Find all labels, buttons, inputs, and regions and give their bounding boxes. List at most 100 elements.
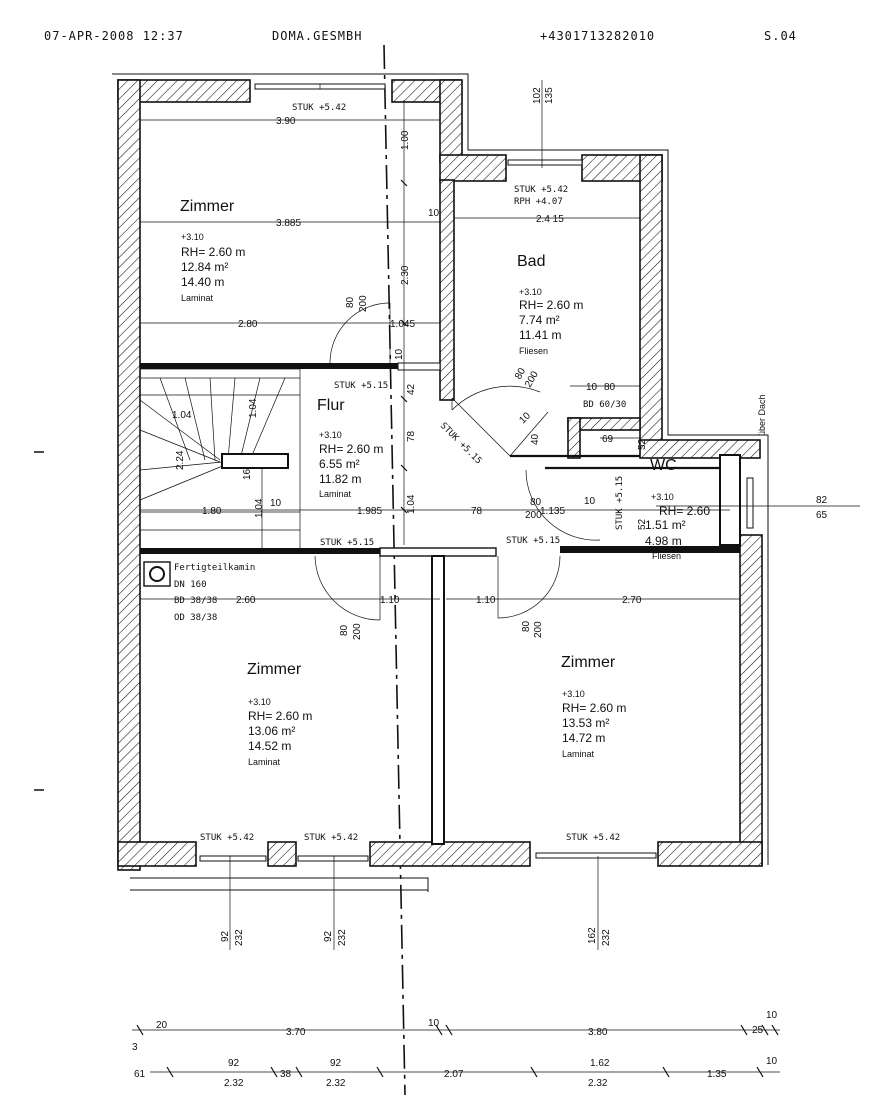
svg-text:1.985: 1.985	[357, 506, 382, 517]
svg-text:10: 10	[270, 498, 282, 509]
interior-walls	[140, 179, 741, 845]
svg-text:1.62: 1.62	[590, 1058, 610, 1069]
svg-text:RH= 2.60 m: RH= 2.60 m	[562, 701, 626, 715]
outline-lines	[112, 73, 769, 892]
svg-text:10: 10	[428, 1018, 440, 1029]
header-company: DOMA.GESMBH	[272, 29, 362, 43]
stuk-label: STUK +5.15	[506, 536, 560, 546]
svg-text:2.24: 2.24	[175, 450, 186, 470]
staircase	[139, 368, 301, 550]
svg-text:20: 20	[156, 1020, 168, 1031]
svg-text:52: 52	[637, 518, 648, 530]
outer-walls	[117, 79, 763, 871]
svg-text:Laminat: Laminat	[562, 749, 595, 759]
svg-text:80: 80	[521, 620, 532, 632]
svg-text:52: 52	[637, 438, 648, 450]
svg-text:3.885: 3.885	[276, 218, 301, 229]
svg-text:12.84 m²: 12.84 m²	[181, 260, 228, 274]
svg-text:10: 10	[428, 208, 440, 219]
svg-text:10: 10	[586, 382, 598, 393]
svg-text:RH= 2.60: RH= 2.60	[659, 504, 710, 518]
room-zimmer-bottom-right: Zimmer +3.10 RH= 2.60 m 13.53 m² 14.72 m…	[561, 654, 626, 759]
svg-text:11.41 m: 11.41 m	[519, 328, 561, 342]
ueber-dach-label: über Dach	[757, 394, 767, 436]
room-wc: WC +3.10 RH= 2.60 1.51 m² 4.98 m Fliesen	[645, 457, 710, 561]
svg-text:1.10: 1.10	[380, 595, 400, 606]
svg-text:69: 69	[602, 434, 614, 445]
chimney-symbol	[143, 561, 171, 587]
stuk-label: STUK +5.42	[566, 833, 620, 843]
svg-text:2.4 15: 2.4 15	[536, 214, 564, 225]
svg-text:1.045: 1.045	[390, 319, 415, 330]
svg-text:1.35: 1.35	[707, 1069, 727, 1080]
kamin-od: OD 38/38	[174, 613, 217, 623]
svg-text:1.04: 1.04	[406, 494, 417, 514]
svg-text:11.82 m: 11.82 m	[319, 472, 361, 486]
svg-text:+3.10: +3.10	[319, 430, 342, 440]
stuk-label: STUK +5.42	[304, 833, 358, 843]
kamin-label: Fertigteilkamin	[174, 563, 255, 573]
svg-text:80: 80	[345, 296, 356, 308]
svg-text:14.72 m: 14.72 m	[562, 731, 605, 745]
svg-text:10: 10	[766, 1056, 778, 1067]
svg-text:Fliesen: Fliesen	[519, 346, 548, 356]
svg-text:102: 102	[532, 87, 543, 104]
svg-text:25: 25	[752, 1025, 764, 1036]
svg-text:3.70: 3.70	[286, 1027, 306, 1038]
svg-text:92: 92	[228, 1058, 240, 1069]
room-zimmer-bottom-left: Zimmer +3.10 RH= 2.60 m 13.06 m² 14.52 m…	[247, 661, 312, 767]
svg-text:16: 16	[242, 468, 253, 480]
room-name: Zimmer	[180, 198, 235, 215]
svg-text:14.40 m: 14.40 m	[181, 275, 224, 289]
svg-text:61: 61	[134, 1069, 146, 1080]
svg-text:10: 10	[517, 410, 533, 426]
svg-text:200: 200	[533, 621, 544, 638]
svg-text:1.04: 1.04	[172, 410, 192, 421]
svg-text:80: 80	[339, 624, 350, 636]
svg-text:Laminat: Laminat	[319, 489, 352, 499]
svg-text:10: 10	[766, 1010, 778, 1021]
svg-text:+3.10: +3.10	[519, 287, 542, 297]
svg-text:232: 232	[337, 929, 348, 946]
svg-text:Laminat: Laminat	[248, 757, 281, 767]
header-datetime: 07-APR-2008 12:37	[44, 29, 184, 43]
svg-text:RH= 2.60 m: RH= 2.60 m	[319, 442, 383, 456]
room-name: WC	[650, 457, 677, 474]
svg-text:2.32: 2.32	[326, 1078, 346, 1089]
svg-text:92: 92	[220, 930, 231, 942]
svg-text:1.00: 1.00	[400, 130, 411, 150]
svg-text:2.32: 2.32	[588, 1078, 608, 1089]
margin-marks	[34, 451, 44, 791]
header-phone: +4301713282010	[540, 29, 655, 43]
svg-text:200: 200	[358, 295, 369, 312]
svg-text:82: 82	[816, 495, 828, 506]
svg-text:135: 135	[544, 87, 555, 104]
svg-text:78: 78	[471, 506, 483, 517]
svg-text:2.30: 2.30	[400, 265, 411, 285]
svg-text:65: 65	[816, 510, 828, 521]
svg-text:200: 200	[525, 510, 542, 521]
section-axis	[383, 44, 406, 1095]
dimension-ticks	[136, 179, 779, 1078]
svg-text:3: 3	[132, 1042, 138, 1053]
svg-text:RH= 2.60 m: RH= 2.60 m	[181, 245, 245, 259]
plan-labels: STUK +5.42 STUK +5.42 RPH +4.07 STUK +5.…	[174, 103, 767, 843]
svg-text:42: 42	[406, 383, 417, 395]
svg-text:1.135: 1.135	[540, 506, 565, 517]
svg-text:2.07: 2.07	[444, 1069, 464, 1080]
svg-text:13.53 m²: 13.53 m²	[562, 716, 609, 730]
kamin-bd: BD 38/38	[174, 596, 217, 606]
stuk-label: STUK +5.42	[514, 185, 568, 195]
svg-text:10: 10	[584, 496, 596, 507]
svg-text:232: 232	[601, 929, 612, 946]
room-name: Zimmer	[247, 661, 302, 678]
door-swings	[314, 302, 601, 621]
svg-text:2.60: 2.60	[236, 595, 256, 606]
fax-header: 07-APR-2008 12:37 DOMA.GESMBH +430171328…	[44, 29, 796, 43]
svg-text:78: 78	[406, 430, 417, 442]
svg-text:Laminat: Laminat	[181, 293, 214, 303]
room-bad: Bad +3.10 RH= 2.60 m 7.74 m² 11.41 m Fli…	[517, 253, 583, 356]
svg-text:2.80: 2.80	[238, 319, 258, 330]
room-zimmer-top-left: Zimmer +3.10 RH= 2.60 m 12.84 m² 14.40 m…	[180, 198, 245, 303]
